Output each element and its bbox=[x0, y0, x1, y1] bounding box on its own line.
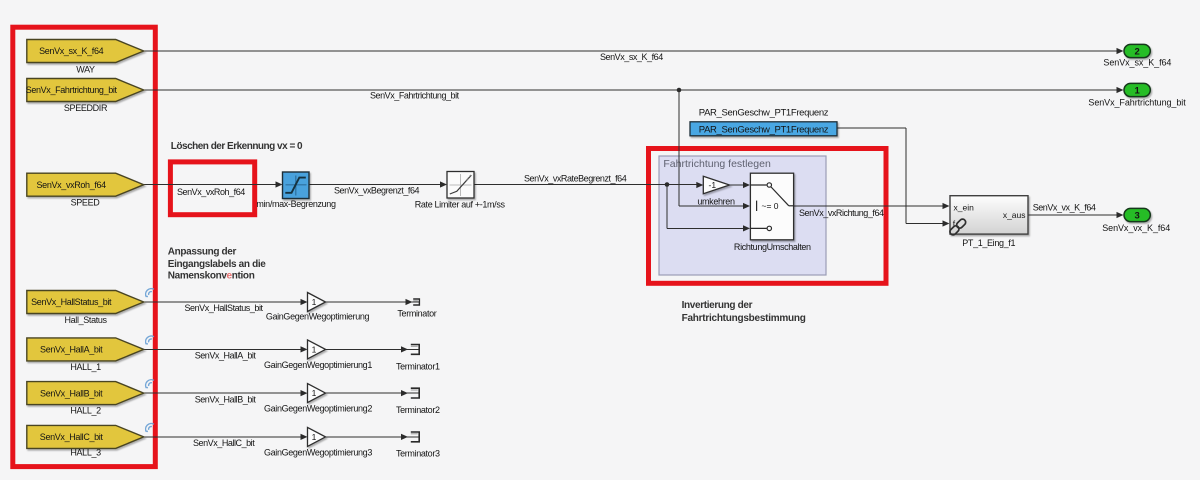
svg-text:RichtungUmschalten: RichtungUmschalten bbox=[734, 242, 811, 252]
svg-text:x_aus: x_aus bbox=[1003, 210, 1026, 220]
svg-text:1: 1 bbox=[312, 432, 317, 442]
svg-text:HALL_1: HALL_1 bbox=[70, 362, 101, 372]
svg-text:Hall_Status: Hall_Status bbox=[65, 315, 108, 325]
svg-text:Terminator: Terminator bbox=[397, 309, 436, 319]
svg-text:SenVx_HallB_bit: SenVx_HallB_bit bbox=[40, 388, 103, 398]
svg-text:GainGegenWegoptimierung1: GainGegenWegoptimierung1 bbox=[264, 360, 372, 370]
svg-text:Terminator2: Terminator2 bbox=[396, 405, 440, 415]
svg-text:SenVx_vxBegrenzt_f64: SenVx_vxBegrenzt_f64 bbox=[334, 186, 420, 196]
svg-text:SenVx_HallA_bit: SenVx_HallA_bit bbox=[40, 345, 103, 355]
svg-text:SenVx_vxRichtung_f64: SenVx_vxRichtung_f64 bbox=[799, 208, 884, 218]
svg-text:SenVx_Fahrtrichtung_bit: SenVx_Fahrtrichtung_bit bbox=[370, 90, 460, 100]
svg-text:SPEED: SPEED bbox=[71, 197, 101, 207]
svg-text:1: 1 bbox=[312, 297, 317, 307]
svg-text:SenVx_Fahrtrichtung_bit: SenVx_Fahrtrichtung_bit bbox=[1088, 98, 1186, 108]
svg-text:Löschen der Erkennung vx = 0: Löschen der Erkennung vx = 0 bbox=[171, 141, 303, 152]
svg-text:SenVx_HallStatus_bit: SenVx_HallStatus_bit bbox=[31, 297, 112, 307]
svg-text:HALL_3: HALL_3 bbox=[70, 447, 101, 457]
svg-text:SenVx_sx_K_f64: SenVx_sx_K_f64 bbox=[600, 52, 663, 62]
svg-text:1: 1 bbox=[312, 345, 317, 355]
svg-text:SenVx_HallC_bit: SenVx_HallC_bit bbox=[193, 438, 255, 448]
svg-text:min/max-Begrenzung: min/max-Begrenzung bbox=[256, 199, 336, 209]
svg-text:SenVx_vxRoh_f64: SenVx_vxRoh_f64 bbox=[37, 180, 107, 190]
svg-text:PT_1_Eing_f1: PT_1_Eing_f1 bbox=[962, 238, 1015, 248]
svg-text:SenVx_HallB_bit: SenVx_HallB_bit bbox=[195, 394, 257, 404]
svg-text:SenVx_HallC_bit: SenVx_HallC_bit bbox=[40, 432, 104, 442]
svg-text:1: 1 bbox=[312, 388, 317, 398]
svg-text:3: 3 bbox=[1135, 210, 1140, 221]
svg-text:PAR_SenGeschw_PT1Frequenz: PAR_SenGeschw_PT1Frequenz bbox=[699, 125, 829, 136]
svg-text:PAR_SenGeschw_PT1Frequenz: PAR_SenGeschw_PT1Frequenz bbox=[699, 108, 829, 119]
svg-text:WAY: WAY bbox=[76, 64, 95, 74]
svg-text:SPEEDDIR: SPEEDDIR bbox=[64, 103, 108, 113]
svg-text:SenVx_Fahrtrichtung_bit: SenVx_Fahrtrichtung_bit bbox=[26, 85, 118, 95]
svg-text:SenVx_HallA_bit: SenVx_HallA_bit bbox=[195, 351, 257, 361]
svg-text:GainGegenWegoptimierung2: GainGegenWegoptimierung2 bbox=[264, 404, 372, 414]
svg-text:2: 2 bbox=[1135, 46, 1140, 57]
svg-text:umkehren: umkehren bbox=[697, 197, 735, 207]
svg-text:SenVx_sx_K_f64: SenVx_sx_K_f64 bbox=[39, 46, 103, 56]
svg-text:Terminator1: Terminator1 bbox=[396, 361, 440, 371]
svg-text:Eingangslabels an die: Eingangslabels an die bbox=[168, 259, 266, 270]
svg-text:SenVx_sx_K_f64: SenVx_sx_K_f64 bbox=[1103, 57, 1171, 67]
svg-text:SenVx_vxRateBegrenzt_f64: SenVx_vxRateBegrenzt_f64 bbox=[524, 173, 627, 183]
svg-text:Fahrtrichtung festlegen: Fahrtrichtung festlegen bbox=[663, 158, 771, 170]
svg-text:x_ein: x_ein bbox=[954, 202, 975, 212]
svg-text:-1: -1 bbox=[709, 180, 717, 190]
svg-text:SenVx_HallStatus_bit: SenVx_HallStatus_bit bbox=[185, 303, 264, 313]
svg-text:Fahrtrichtungsbestimmung: Fahrtrichtungsbestimmung bbox=[682, 313, 806, 324]
svg-text:GainGegenWegoptimierung3: GainGegenWegoptimierung3 bbox=[264, 447, 372, 457]
svg-text:1: 1 bbox=[1135, 85, 1141, 96]
svg-text:GainGegenWegoptimierung: GainGegenWegoptimierung bbox=[266, 312, 370, 322]
svg-text:SenVx_vx_K_f64: SenVx_vx_K_f64 bbox=[1033, 202, 1096, 212]
svg-text:f: f bbox=[953, 219, 956, 229]
svg-text:~= 0: ~= 0 bbox=[762, 201, 779, 211]
svg-text:Anpassung der: Anpassung der bbox=[168, 247, 237, 258]
svg-text:SenVx_vx_K_f64: SenVx_vx_K_f64 bbox=[1102, 223, 1170, 233]
svg-text:Namenskonvention: Namenskonvention bbox=[168, 271, 255, 282]
svg-text:Terminator3: Terminator3 bbox=[396, 449, 440, 459]
svg-text:Rate Limiter auf +-1m/ss: Rate Limiter auf +-1m/ss bbox=[415, 199, 506, 209]
svg-text:SenVx_vxRoh_f64: SenVx_vxRoh_f64 bbox=[177, 187, 245, 197]
svg-text:Invertierung der: Invertierung der bbox=[682, 300, 753, 311]
svg-text:HALL_2: HALL_2 bbox=[70, 406, 101, 416]
